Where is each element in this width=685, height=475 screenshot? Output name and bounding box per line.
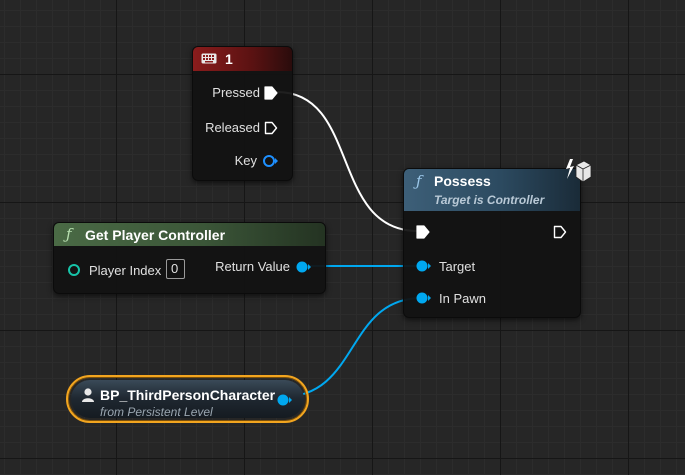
character-reference-subtitle: from Persistent Level [100, 405, 213, 419]
character-object-pin[interactable] [276, 393, 294, 407]
possess-node[interactable]: ƒ Possess Target is Controller Target In… [403, 168, 581, 318]
get-player-controller-node[interactable]: ƒ Get Player Controller Player Index 0 R… [53, 222, 326, 294]
player-index-value: 0 [171, 261, 179, 276]
character-reference-title: BP_ThirdPersonCharacter [100, 387, 276, 403]
possess-node-header: ƒ Possess Target is Controller [404, 169, 580, 211]
target-pin-label: Target [439, 259, 476, 274]
keyboard-icon [201, 53, 217, 64]
in-pawn-pin-label: In Pawn [439, 291, 486, 306]
target-object-pin[interactable] [415, 259, 433, 273]
input-key-event-node[interactable]: 1 Pressed Released Key [192, 46, 293, 181]
input-key-title: 1 [225, 51, 233, 67]
pressed-exec-pin[interactable] [264, 86, 278, 100]
possess-exec-in-pin[interactable] [416, 225, 430, 239]
released-exec-pin[interactable] [264, 121, 278, 135]
released-pin-label: Released [205, 120, 260, 135]
server-only-icon [566, 159, 592, 183]
player-index-input[interactable]: 0 [166, 259, 185, 279]
return-value-object-pin[interactable] [295, 260, 313, 274]
get-player-controller-header: ƒ Get Player Controller [54, 223, 325, 246]
player-index-pin-label: Player Index [89, 263, 162, 278]
return-value-pin-label: Return Value [215, 259, 290, 274]
function-icon: ƒ [416, 172, 422, 190]
pressed-pin-label: Pressed [212, 85, 260, 100]
possess-subtitle: Target is Controller [434, 193, 545, 207]
possess-exec-out-pin[interactable] [553, 225, 567, 239]
possess-title: Possess [434, 173, 491, 189]
get-player-controller-title: Get Player Controller [85, 227, 226, 243]
in-pawn-object-pin[interactable] [415, 291, 433, 305]
player-index-int-pin[interactable] [67, 263, 81, 277]
key-struct-pin[interactable] [262, 154, 280, 168]
character-reference-node[interactable]: BP_ThirdPersonCharacter from Persistent … [66, 375, 309, 423]
actor-icon [82, 388, 94, 402]
pure-function-icon: ƒ [66, 225, 72, 243]
key-pin-label: Key [234, 153, 257, 168]
input-key-node-header: 1 [193, 47, 292, 71]
exec-wire[interactable] [276, 91, 419, 232]
